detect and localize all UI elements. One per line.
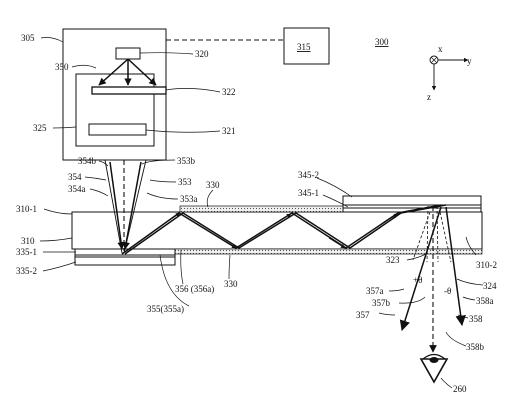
- label-357b: 357b: [372, 298, 391, 308]
- label-323: 323: [386, 255, 400, 265]
- label-350: 350: [55, 62, 69, 72]
- beam-edge-354a: [104, 159, 123, 254]
- label-330-top: 330: [206, 180, 220, 190]
- label-260: 260: [453, 384, 467, 394]
- display-panel: [91, 86, 167, 95]
- beam-353: [122, 161, 142, 250]
- label-354b: 354b: [78, 156, 97, 166]
- label-310-2: 310-2: [476, 260, 497, 270]
- light-source: [115, 47, 141, 60]
- label-axis-x: x: [438, 44, 443, 54]
- lens-element: [88, 123, 147, 136]
- label-minus-theta: -θ: [444, 286, 451, 296]
- label-335-2: 335-2: [16, 266, 37, 276]
- label-plus-theta: +θ: [413, 275, 422, 285]
- label-321: 321: [222, 126, 236, 136]
- label-325: 325: [33, 123, 47, 133]
- beam-354: [109, 161, 125, 250]
- out-coupler-345-2: [342, 195, 482, 206]
- label-324: 324: [483, 281, 497, 291]
- label-322: 322: [222, 87, 236, 97]
- label-310: 310: [21, 236, 35, 246]
- output-ray-358: [445, 206, 466, 327]
- propagating-ray-upper: [124, 204, 447, 255]
- label-358a: 358a: [476, 296, 494, 306]
- in-coupler-335-2: [74, 254, 176, 266]
- label-axis-z: z: [427, 92, 431, 102]
- label-357: 357: [356, 310, 370, 320]
- label-345-1: 345-1: [298, 188, 319, 198]
- label-300: 300: [375, 37, 389, 47]
- label-310-1: 310-1: [16, 204, 37, 214]
- label-330-bottom: 330: [224, 279, 238, 289]
- leader-lines: [39, 37, 484, 389]
- label-358b: 358b: [466, 342, 485, 352]
- label-315: 315: [297, 42, 311, 52]
- label-353: 353: [178, 177, 192, 187]
- bottom-grating-330: [174, 248, 483, 255]
- label-357a: 357a: [366, 286, 384, 296]
- label-358: 358: [469, 314, 483, 324]
- label-335-1: 335-1: [16, 247, 37, 257]
- label-320: 320: [195, 49, 209, 59]
- output-ray-357: [399, 206, 442, 332]
- label-353b: 353b: [177, 156, 196, 166]
- label-axis-y: y: [467, 56, 472, 66]
- waveguide-body: [71, 211, 483, 250]
- label-345-2: 345-2: [298, 170, 319, 180]
- label-354: 354: [68, 172, 82, 182]
- out-coupler-345-1: [342, 204, 482, 213]
- label-354a: 354a: [68, 184, 86, 194]
- label-356: 356 (356a): [175, 284, 214, 294]
- top-grating-330: [179, 205, 344, 213]
- label-353a: 353a: [180, 194, 198, 204]
- illumination-arrow-right: [127, 58, 157, 86]
- label-355: 355(355a): [147, 304, 184, 314]
- controller-box: [283, 27, 330, 65]
- label-305: 305: [21, 33, 35, 43]
- illumination-arrow-left: [98, 58, 129, 86]
